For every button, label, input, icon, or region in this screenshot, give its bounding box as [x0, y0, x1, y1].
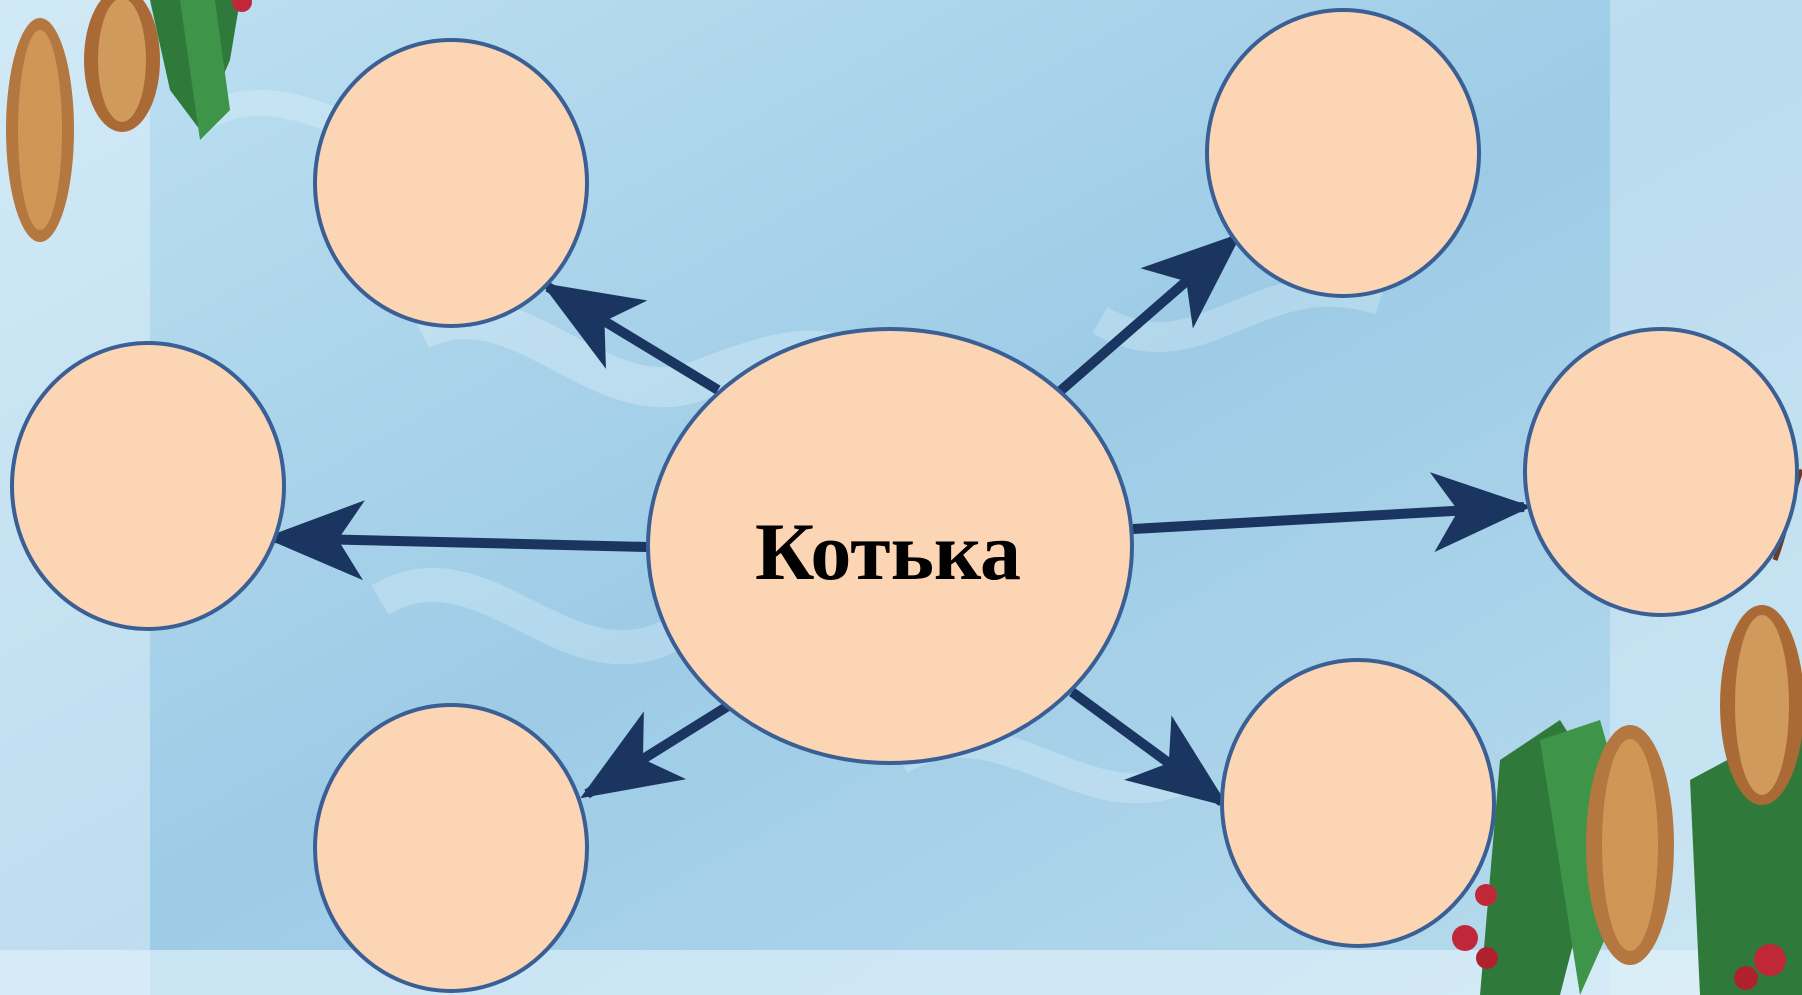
arrow-to-bottom-left-node	[580, 701, 731, 799]
node-left	[10, 341, 286, 631]
connector-arrows	[264, 232, 1532, 807]
node-bottom-right	[1220, 658, 1496, 948]
center-node-label: Котька	[755, 506, 1021, 597]
center-node	[646, 327, 1134, 765]
outer-nodes	[10, 8, 1799, 993]
node-top-right	[1205, 8, 1481, 298]
node-top-left	[313, 38, 589, 328]
arrow-to-right-node	[1132, 472, 1532, 553]
arrow-to-left-node	[264, 500, 649, 581]
arrow-to-top-left-node	[541, 282, 721, 395]
node-right	[1523, 327, 1799, 617]
node-bottom-left	[313, 703, 589, 993]
arrow-to-bottom-right-node	[1069, 687, 1229, 807]
pinecone-decoration-bottom-right	[1452, 468, 1802, 995]
pinecone-decoration-top-left	[6, 0, 252, 242]
arrow-to-top-right-node	[1054, 232, 1243, 397]
